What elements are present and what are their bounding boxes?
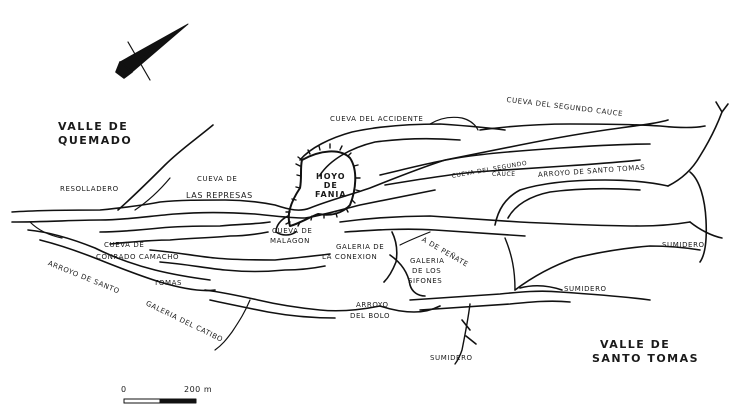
label-galeria-sifones-1: GALERIA: [410, 257, 445, 265]
label-valle-quemado: VALLE DE QUEMADO: [58, 120, 133, 147]
label-galeria-conexion-1: GALERIA DE: [336, 243, 385, 251]
label-galeria-sifones-3: SIFONES: [408, 277, 443, 285]
scale-bar: [123, 398, 197, 404]
label-cueva-conrado-2: CONRADO CAMACHO: [96, 253, 180, 261]
label-arroyo-bolo-2: DEL BOLO: [350, 312, 391, 320]
sumidero-east-stream: [689, 171, 708, 263]
label-resolladero: RESOLLADERO: [60, 185, 119, 193]
label-valle-santo-tomas: VALLE DE SANTO TOMAS: [592, 338, 700, 365]
arroyo-santo-tomas-loop: [494, 179, 669, 226]
label-cueva-segundo-cauce-mid-2: CAUCE: [492, 171, 516, 178]
label-cueva-malagon-1: CUEVA DE: [272, 227, 313, 235]
arroyo-santo-tomas-west: [27, 229, 211, 281]
cave-passage-upper-wall: [11, 119, 669, 213]
label-cueva-accidente: CUEVA DEL ACCIDENTE: [330, 115, 424, 123]
north-arrow-icon: [115, 23, 189, 81]
represas-passage: [99, 221, 271, 233]
south-passage: [409, 290, 651, 301]
label-cueva-conrado-1: CUEVA DE: [104, 241, 145, 249]
label-galeria-conexion-2: LA CONEXION: [322, 253, 378, 261]
arroyo-del-bolo: [379, 305, 441, 313]
label-sumidero-bottom: SUMIDERO: [430, 354, 473, 362]
scale-end-label: 200 m: [184, 385, 213, 394]
galeria-catibo-passage: [204, 289, 381, 312]
cueva-accidente-passage: [299, 123, 506, 161]
scale-start-label: 0: [121, 385, 127, 394]
cueva-segundo-cauce-passage: [479, 123, 706, 131]
label-cueva-represas-2: LAS REPRESAS: [186, 191, 253, 200]
label-tomas-left: TOMAS: [154, 279, 183, 287]
label-cueva-represas-1: CUEVA DE: [197, 175, 238, 183]
label-galeria-sifones-2: DE LOS: [412, 267, 442, 275]
label-arroyo-bolo-1: ARROYO: [356, 301, 389, 309]
galeria-sifones: [389, 254, 426, 297]
quemado-stream: [117, 124, 214, 211]
label-sumidero-mid: SUMIDERO: [564, 285, 607, 293]
label-hoyo-de-fania: HOYO DE FANIA: [315, 172, 347, 200]
label-cueva-malagon-2: MALAGON: [270, 237, 310, 245]
label-sumidero-right: SUMIDERO: [662, 241, 705, 249]
